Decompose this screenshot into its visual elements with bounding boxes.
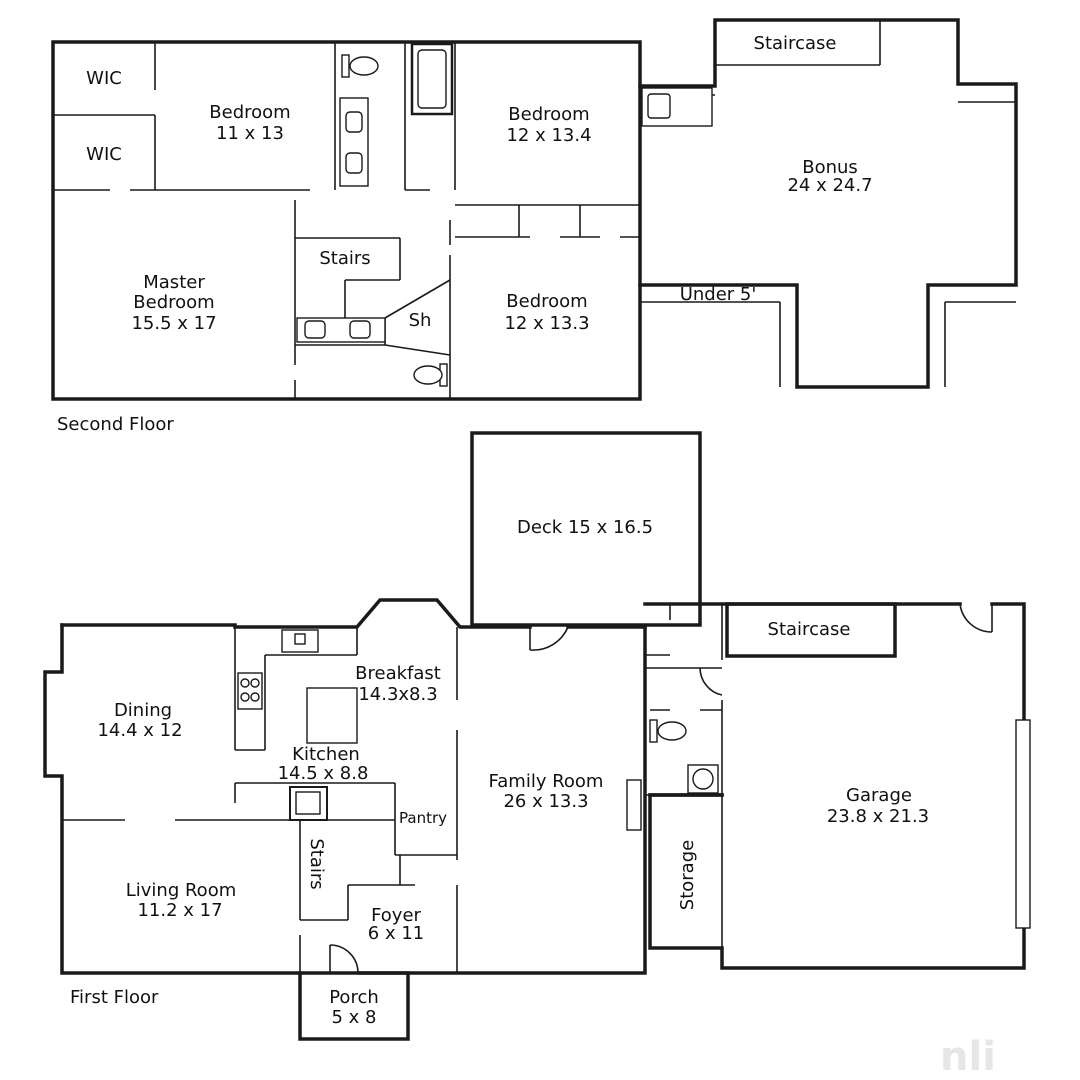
room-living-label: Living Room: [126, 880, 237, 901]
first-floor-plan: Deck 15 x 16.5 Breakfast 14.3x8.3 Dining…: [43, 431, 1031, 1041]
room-bedroom-size: 11 x 13: [216, 123, 284, 144]
room-porch-label: Porch: [329, 987, 379, 1008]
room-garage-size: 23.8 x 21.3: [827, 806, 929, 827]
toilet-icon: [649, 719, 687, 743]
room-garage-label: Garage: [846, 785, 912, 806]
first-floor-fixtures: [237, 629, 1031, 929]
room-pantry-label: Pantry: [399, 809, 447, 827]
toilet-icon: [341, 54, 379, 78]
water-heater-icon: [687, 764, 719, 794]
room-living-size: 11.2 x 17: [137, 900, 222, 921]
room-master-size: 15.5 x 17: [131, 313, 216, 334]
first-floor-doors: [329, 603, 993, 974]
first-floor-walls: [43, 431, 1026, 1041]
room-staircase-label: Staircase: [768, 619, 851, 640]
room-staircase-label: Staircase: [754, 33, 837, 54]
room-family-label: Family Room: [489, 771, 604, 792]
second-floor-fixtures: [296, 42, 713, 387]
second-floor-walls: [51, 18, 1018, 401]
room-dining-label: Dining: [114, 700, 172, 721]
room-bedroom-size: 12 x 13.3: [504, 313, 589, 334]
room-breakfast-size: 14.3x8.3: [358, 684, 437, 705]
room-deck-label: Deck 15 x 16.5: [517, 517, 653, 538]
room-bedroom-size: 12 x 13.4: [506, 125, 591, 146]
front-door-icon: [329, 944, 359, 974]
kitchen-sink-icon: [281, 629, 319, 653]
room-bedroom-label: Bedroom: [506, 291, 587, 312]
room-dining-size: 14.4 x 12: [97, 720, 182, 741]
second-floor-partitions: [53, 20, 881, 399]
first-floor-partitions: [62, 604, 724, 973]
first-floor-caption: First Floor: [70, 987, 159, 1008]
room-bonus-label: Bonus: [802, 157, 858, 178]
room-bedroom-label: Bedroom: [209, 102, 290, 123]
fireplace: [626, 779, 642, 831]
room-bonus-size: 24 x 24.7: [787, 175, 872, 196]
room-shower-label: Sh: [409, 310, 432, 331]
kitchen-sink-icon: [289, 786, 328, 821]
watermark-logo: nli: [940, 1034, 996, 1080]
stove-icon: [237, 672, 263, 710]
interior-door-icon: [699, 667, 723, 696]
sink-icon: [641, 87, 713, 127]
room-family-size: 26 x 13.3: [503, 791, 588, 812]
kitchen-island: [306, 687, 358, 744]
second-floor-caption: Second Floor: [57, 414, 174, 435]
room-wic-label: WIC: [86, 68, 122, 89]
second-floor-plan: WIC WIC Bedroom 11 x 13 Bedroom 12 x 13.…: [51, 18, 1018, 435]
room-master-label-line1: Master: [143, 272, 205, 293]
sink-icon: [339, 97, 369, 187]
room-foyer-label: Foyer: [371, 905, 421, 926]
garage-door-icon: [959, 603, 993, 633]
room-stairs-label: Stairs: [306, 838, 327, 889]
room-wic-label: WIC: [86, 144, 122, 165]
room-kitchen-label: Kitchen: [292, 744, 360, 765]
garage-door: [1015, 719, 1031, 929]
room-master-label-line2: Bedroom: [133, 292, 214, 313]
toilet-icon: [413, 363, 448, 387]
room-porch-size: 5 x 8: [332, 1007, 377, 1028]
room-kitchen-size: 14.5 x 8.8: [278, 763, 369, 784]
room-breakfast-label: Breakfast: [355, 663, 441, 684]
bathtub-icon: [410, 42, 454, 116]
room-stairs-label: Stairs: [319, 248, 370, 269]
room-foyer-size: 6 x 11: [368, 923, 424, 944]
room-storage-label: Storage: [677, 840, 698, 910]
room-under5-label: Under 5': [680, 284, 757, 305]
sink-icon: [296, 317, 386, 343]
deck-door-icon: [529, 626, 569, 651]
room-bedroom-label: Bedroom: [508, 104, 589, 125]
